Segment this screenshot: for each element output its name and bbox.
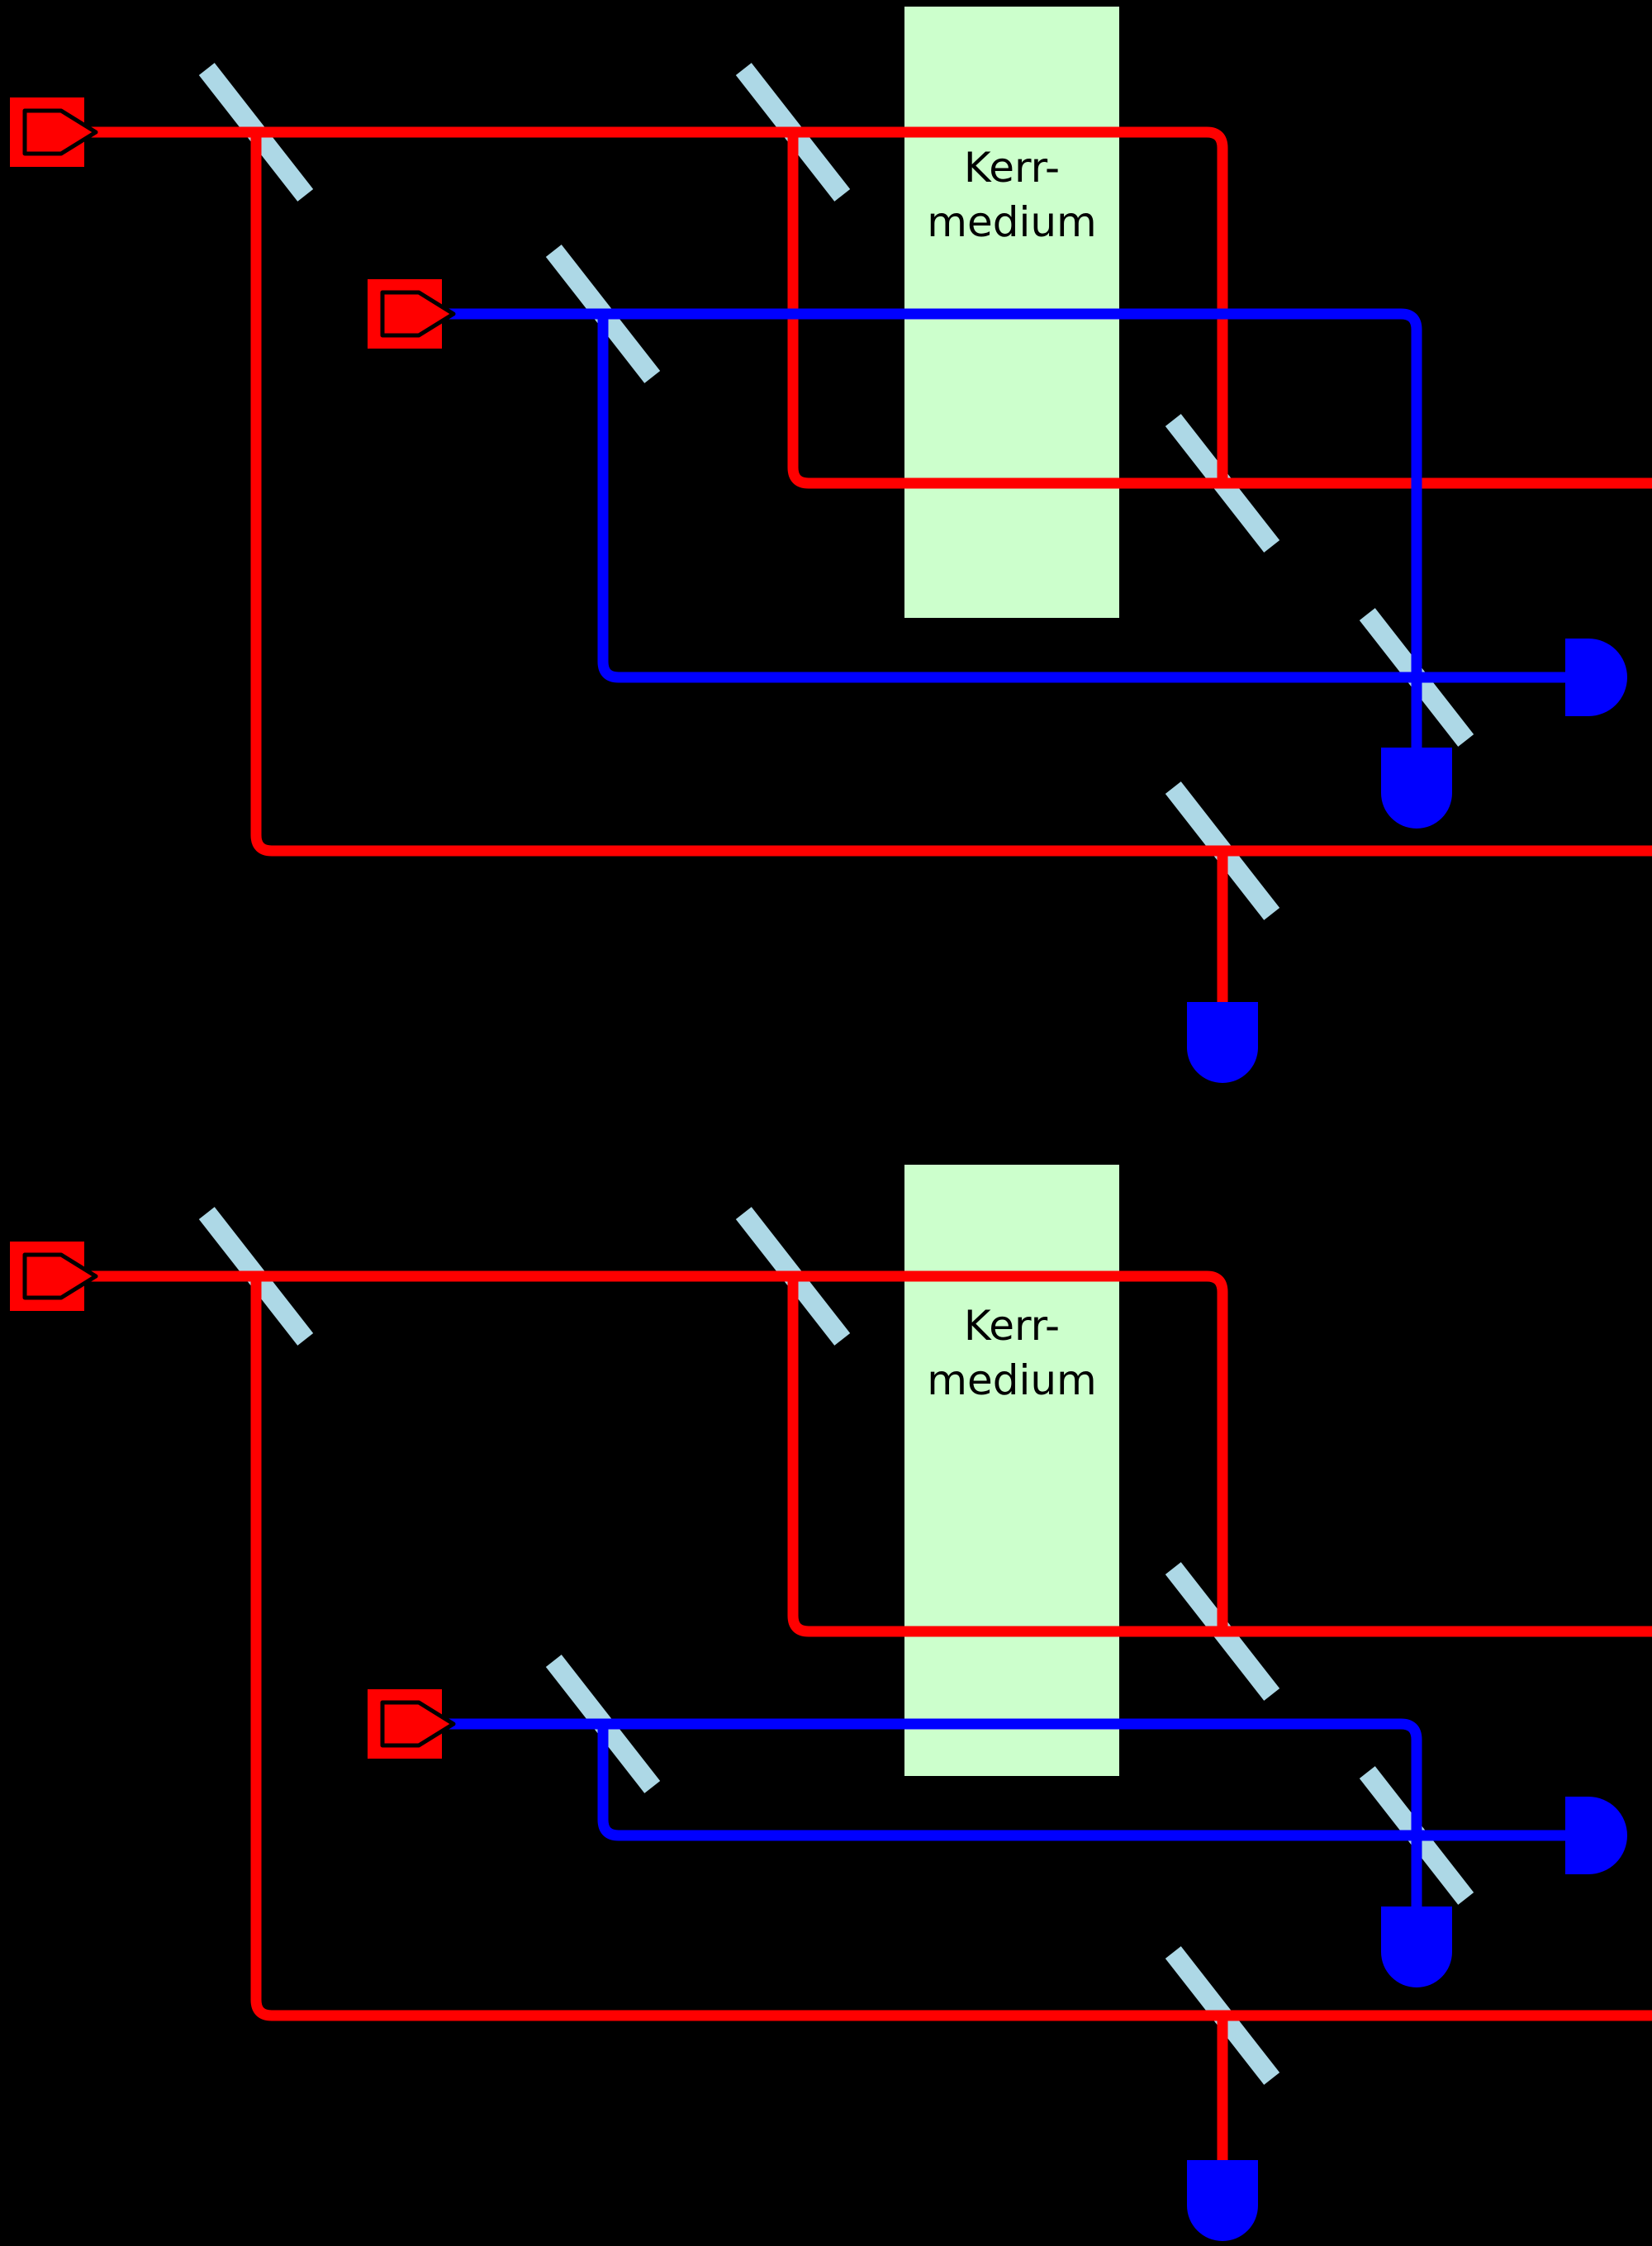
diagram-top: Kerr- medium bbox=[10, 7, 1652, 1083]
red-beam-upper-arm bbox=[86, 1270, 1228, 1631]
laser-aperture bbox=[380, 1700, 456, 1748]
detector-icon-down-2 bbox=[1187, 1002, 1258, 1083]
laser-blue-icon bbox=[368, 1689, 456, 1759]
laser-aperture bbox=[22, 1252, 98, 1300]
detector-icon-right bbox=[1565, 1797, 1627, 1874]
laser-red-icon bbox=[10, 1242, 98, 1311]
kerr-medium-label-line1: Kerr- bbox=[964, 144, 1060, 192]
diagram-bottom: Kerr- medium bbox=[10, 1165, 1652, 2241]
kerr-medium-label-line2: medium bbox=[927, 198, 1097, 246]
kerr-medium-label-line2: medium bbox=[927, 1356, 1097, 1404]
laser-aperture bbox=[380, 290, 456, 338]
detector-icon-right bbox=[1565, 639, 1627, 716]
red-beam-upper-arm bbox=[86, 126, 1228, 483]
blue-beam-lower-arm bbox=[597, 314, 1565, 683]
red-beam-kerr-arm-output bbox=[787, 132, 1652, 489]
detector-icon-down-2 bbox=[1187, 2160, 1258, 2241]
blue-beam-lower-arm bbox=[597, 1724, 1565, 1841]
kerr-medium-box bbox=[904, 1165, 1119, 1776]
laser-aperture bbox=[22, 108, 98, 156]
red-beam-reference-line bbox=[250, 132, 1652, 857]
detector-icon-down-1 bbox=[1381, 748, 1452, 829]
kerr-medium-label-line1: Kerr- bbox=[964, 1302, 1060, 1350]
detector-icon-down-1 bbox=[1381, 1906, 1452, 1987]
red-beam-kerr-arm-output bbox=[787, 1276, 1652, 1637]
laser-red-icon bbox=[10, 97, 98, 167]
laser-blue-icon bbox=[368, 279, 456, 349]
blue-beam-kerr-arm bbox=[442, 308, 1422, 677]
blue-beam-kerr-arm bbox=[442, 1718, 1422, 1835]
red-beam-reference-line bbox=[250, 1276, 1652, 2021]
